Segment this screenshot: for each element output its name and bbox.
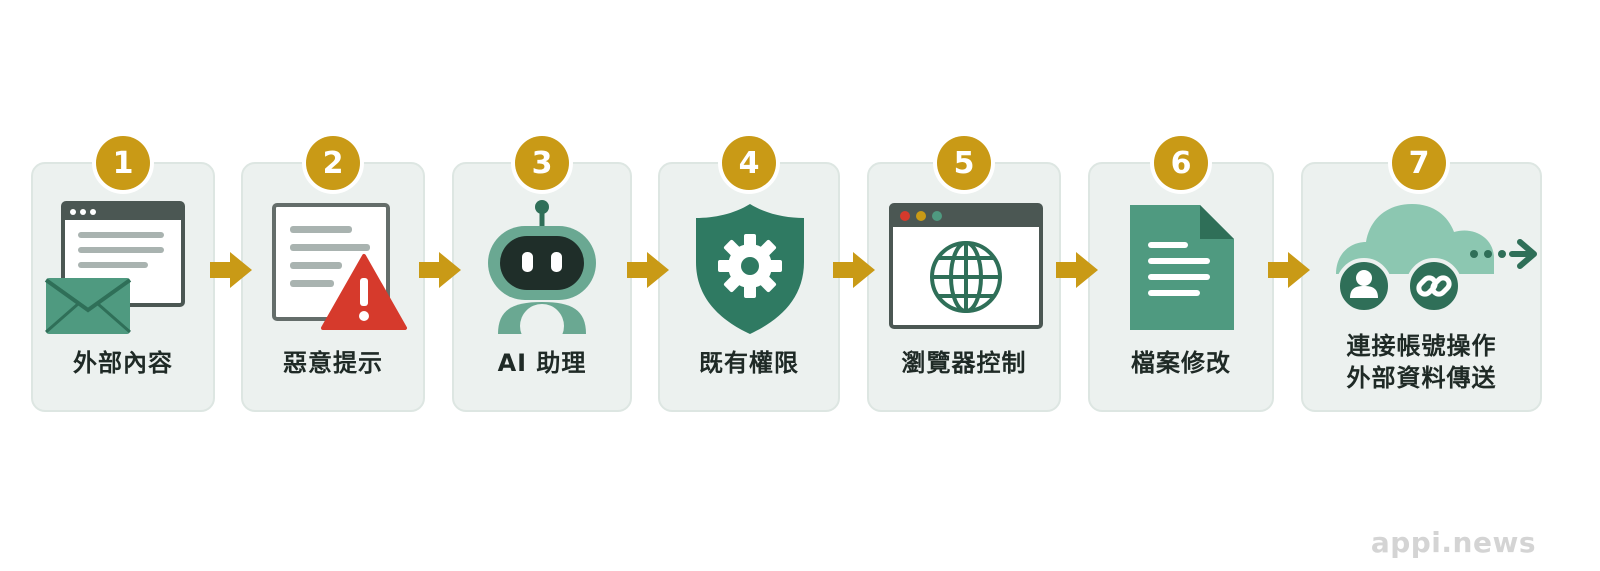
arrow-right-icon: [627, 252, 669, 288]
step-badge-3: 3: [515, 136, 569, 190]
step-label-1: 外部內容: [73, 349, 173, 377]
step-label-3: AI 助理: [497, 349, 587, 377]
shield-gear-icon: [696, 204, 804, 334]
arrow-right-icon: [833, 252, 875, 288]
step-label-6: 檔案修改: [1131, 349, 1231, 377]
arrow-right-icon: [210, 252, 252, 288]
browser-window-with-envelope-icon: [44, 201, 185, 334]
step-label-4: 既有權限: [699, 349, 799, 377]
step-label-2: 惡意提示: [283, 349, 383, 377]
step-badge-6: 6: [1154, 136, 1208, 190]
arrow-right-icon: [1056, 252, 1098, 288]
browser-globe-icon: [889, 203, 1043, 329]
arrow-right-icon: [419, 252, 461, 288]
document-icon: [1130, 205, 1234, 330]
step-badge-5: 5: [937, 136, 991, 190]
step-badge-2: 2: [306, 136, 360, 190]
arrow-right-icon: [1268, 252, 1310, 288]
cloud-account-link-icon: [1336, 204, 1537, 314]
step-badge-7: 7: [1392, 136, 1446, 190]
step-badge-4: 4: [722, 136, 776, 190]
step-badge-1: 1: [96, 136, 150, 190]
document-with-warning-icon: [272, 203, 407, 330]
step-label-7: 連接帳號操作 外部資料傳送: [1346, 332, 1497, 392]
watermark: appi.news: [1370, 526, 1536, 559]
step-label-5: 瀏覽器控制: [901, 349, 1027, 377]
robot-icon: [488, 200, 596, 348]
